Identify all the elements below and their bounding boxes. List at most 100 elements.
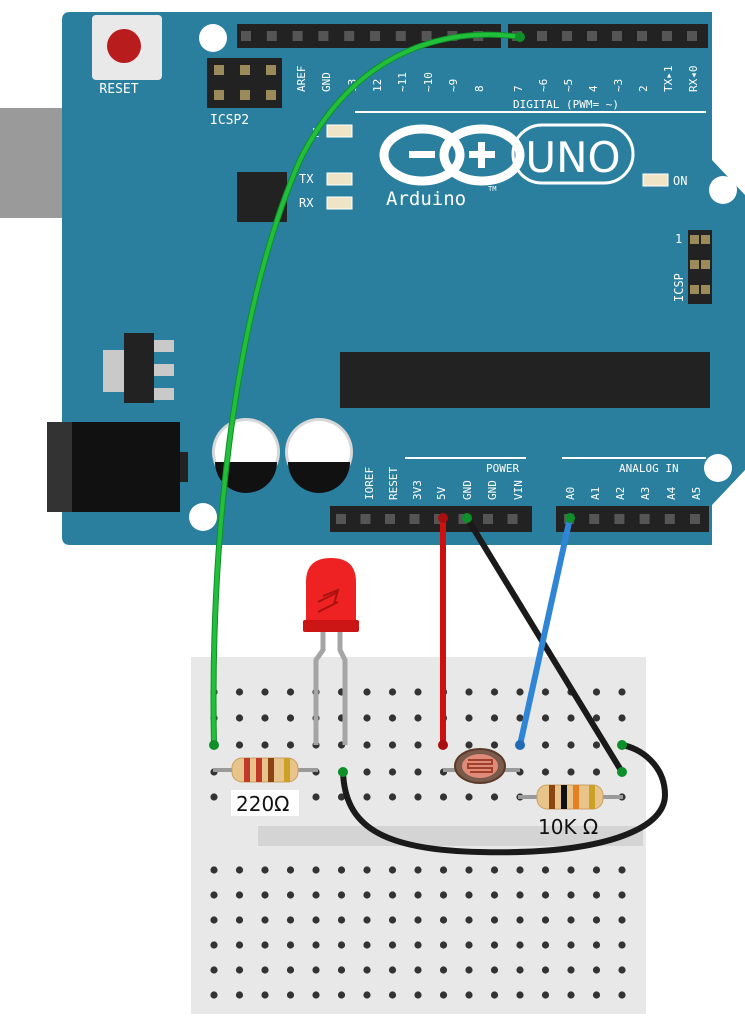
led-l (326, 124, 353, 138)
analog-label: ANALOG IN (619, 462, 679, 475)
breadboard-hole (337, 793, 346, 801)
breadboard-hole (261, 688, 269, 696)
breadboard-hole (439, 866, 448, 874)
breadboard-hole (618, 966, 626, 974)
breadboard-hole (567, 741, 575, 749)
breadboard-hole (337, 966, 346, 974)
breadboard-hole (516, 891, 524, 899)
resistor-10k-ohm (518, 784, 623, 810)
breadboard-hole (235, 741, 244, 749)
status-leds: L TX RX ON (299, 124, 687, 210)
icsp-header: 1 ICSP (672, 230, 712, 304)
breadboard-hole (414, 741, 422, 749)
breadboard-hole (235, 714, 244, 722)
breadboard-hole (388, 741, 397, 749)
digital-header (237, 24, 708, 48)
breadboard-hole (541, 688, 550, 696)
breadboard-hole (210, 941, 218, 949)
breadboard-hole (363, 866, 371, 874)
header-pin (344, 31, 355, 41)
breadboard-hole (414, 866, 422, 874)
analog-pin-label: A2 (614, 487, 627, 500)
breadboard-hole (592, 941, 601, 949)
breadboard-hole (210, 866, 218, 874)
breadboard-hole (465, 866, 473, 874)
breadboard-hole (439, 916, 448, 924)
breadboard-hole (312, 966, 320, 974)
breadboard-hole (388, 891, 397, 899)
breadboard-hole (388, 866, 397, 874)
breadboard-hole (465, 991, 473, 999)
breadboard-hole (235, 941, 244, 949)
breadboard-hole (567, 768, 575, 776)
header-pin (385, 514, 395, 524)
resistor-10k-label: 10K Ω (538, 815, 598, 839)
breadboard-hole (567, 891, 575, 899)
breadboard-hole (592, 966, 601, 974)
breadboard-hole (490, 793, 499, 801)
digital-pin-label: 12 (371, 79, 384, 92)
breadboard-hole (414, 941, 422, 949)
breadboard-hole (592, 866, 601, 874)
breadboard-hole (210, 966, 218, 974)
logo-tm: TM (488, 185, 496, 193)
breadboard-hole (363, 768, 371, 776)
icsp2-header: ICSP2 (207, 58, 282, 128)
breadboard-hole (337, 941, 346, 949)
breadboard-hole (465, 941, 473, 949)
microcontroller-chip (340, 352, 710, 408)
breadboard-hole (567, 866, 575, 874)
breadboard-hole (286, 688, 295, 696)
breadboard-hole (618, 714, 626, 722)
header-pin (483, 514, 493, 524)
arduino-logo: Arduino TM UNO (379, 123, 635, 210)
breadboard-hole (388, 768, 397, 776)
breadboard-hole (541, 741, 550, 749)
breadboard-hole (363, 793, 371, 801)
header-pin (409, 514, 420, 524)
breadboard-hole (567, 966, 575, 974)
power-pin-label: GND (461, 480, 474, 500)
breadboard-hole (465, 688, 473, 696)
breadboard-hole (235, 688, 244, 696)
digital-pin-label: ~10 (422, 72, 435, 92)
analog-pin-label: A0 (564, 487, 577, 500)
digital-pin-label: ~3 (612, 79, 625, 92)
resistor-label-bg (231, 790, 299, 816)
breadboard-hole (312, 793, 320, 801)
breadboard-hole (337, 991, 346, 999)
breadboard-hole (490, 714, 499, 722)
photoresistor (443, 748, 520, 784)
header-pin (614, 514, 625, 524)
led-rx-label: RX (299, 196, 314, 210)
power-pin-label: GND (486, 480, 499, 500)
breadboard-hole (363, 714, 371, 722)
power-pin-label: 3V3 (411, 480, 424, 500)
header-pin (637, 31, 647, 41)
breadboard-hole (439, 793, 448, 801)
breadboard-hole (465, 966, 473, 974)
breadboard-hole (210, 891, 218, 899)
breadboard-hole (490, 688, 499, 696)
header-pin (589, 514, 600, 524)
led-tx (326, 172, 353, 186)
breadboard-hole (337, 891, 346, 899)
header-pin (587, 31, 597, 41)
mounting-hole (189, 503, 217, 531)
breadboard-hole (516, 941, 524, 949)
breadboard-hole (414, 768, 422, 776)
breadboard-center-channel (258, 826, 643, 846)
capacitor (285, 418, 353, 493)
breadboard-hole (618, 891, 626, 899)
minus-icon (409, 151, 435, 158)
breadboard-hole (618, 866, 626, 874)
header-pin (336, 514, 346, 524)
breadboard-hole (465, 741, 473, 749)
breadboard-hole (414, 714, 422, 722)
breadboard-hole (592, 768, 601, 776)
breadboard-hole (235, 891, 244, 899)
breadboard-hole (388, 793, 397, 801)
breadboard-hole (490, 941, 499, 949)
breadboard-hole (286, 714, 295, 722)
